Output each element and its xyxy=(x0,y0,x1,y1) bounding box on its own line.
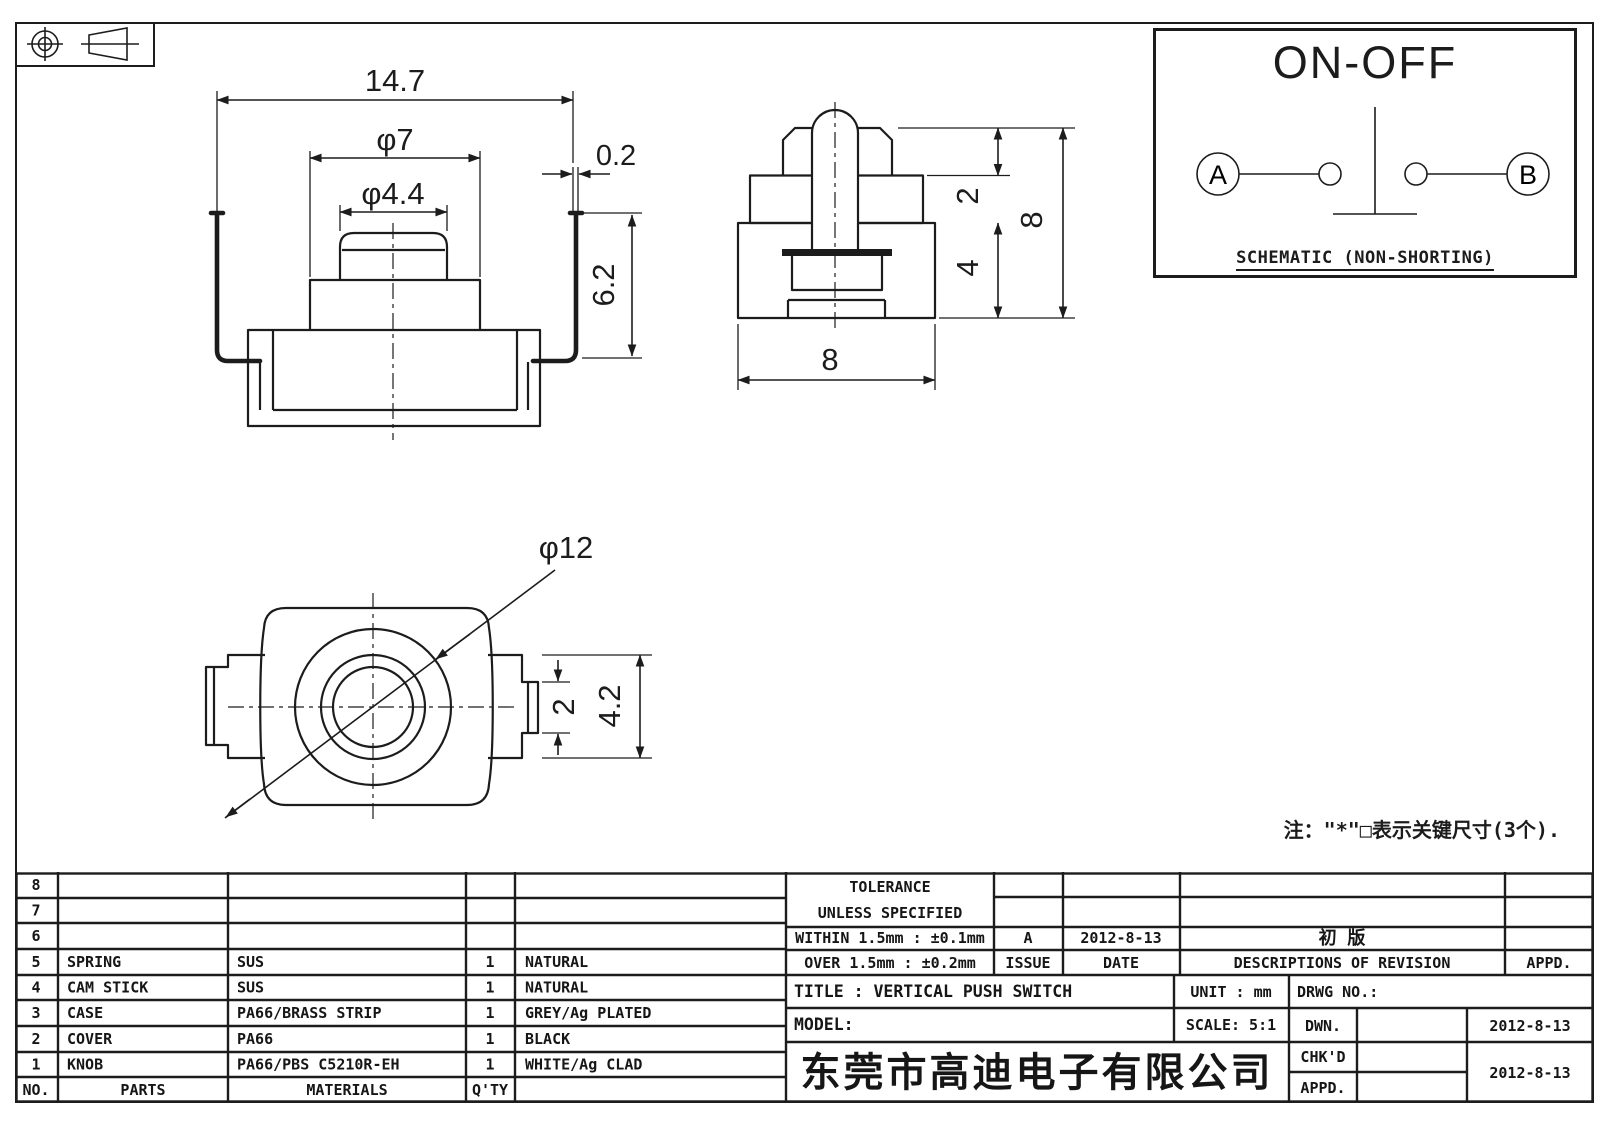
dim-body-dia: φ12 xyxy=(539,530,594,565)
parts-row-qty: 1 xyxy=(485,953,494,971)
tolerance-block: TOLERANCE UNLESS SPECIFIED WITHIN 1.5mm … xyxy=(795,878,985,972)
tolerance-title: TOLERANCE xyxy=(849,878,930,896)
parts-row-qty: 1 xyxy=(485,979,494,997)
parts-row-name: COVER xyxy=(67,1030,113,1048)
tolerance-over: OVER 1.5mm : ±0.2mm xyxy=(804,954,976,972)
projection-symbol-box xyxy=(15,22,155,67)
dim-body-width: 8 xyxy=(821,342,838,377)
model-label: MODEL: xyxy=(794,1015,854,1034)
dim-step-dia: φ7 xyxy=(376,122,413,157)
terminal-b-label: B xyxy=(1519,160,1537,190)
parts-row-material: SUS xyxy=(237,953,264,971)
parts-row-finish: NATURAL xyxy=(525,953,588,971)
parts-row-finish: NATURAL xyxy=(525,979,588,997)
parts-row-no: 3 xyxy=(31,1004,40,1022)
title-block: TITLE : VERTICAL PUSH SWITCH UNIT : mm D… xyxy=(794,982,1571,1097)
key-dimension-note: 注："*"□表示关键尺寸(3个). xyxy=(1283,818,1560,842)
dim-body-height: 4 xyxy=(950,259,985,276)
dim-terminal-width: 2 xyxy=(546,698,581,715)
parts-row-no: 4 xyxy=(31,979,40,997)
company-name: 东莞市高迪电子有限公司 xyxy=(801,1050,1274,1096)
schematic-function-label: ON-OFF xyxy=(1272,37,1458,88)
chkd-date: 2012-8-13 xyxy=(1489,1064,1570,1082)
front-view-dimensions: 14.7 φ7 φ4.4 0.2 6.2 xyxy=(216,63,642,359)
dim-terminal-span: 4.2 xyxy=(592,684,627,727)
schematic-circuit: A B xyxy=(1196,107,1550,215)
parts-row-finish: GREY/Ag PLATED xyxy=(525,1004,651,1022)
front-view: 14.7 φ7 φ4.4 0.2 6.2 xyxy=(208,63,642,440)
parts-row-no: 5 xyxy=(31,953,40,971)
revision-date-label: DATE xyxy=(1103,954,1139,972)
parts-header-qty: Q'TY xyxy=(472,1081,508,1099)
appd-label: APPD. xyxy=(1300,1079,1345,1097)
third-angle-projection-icon xyxy=(27,27,139,61)
revision-description-value: 初 版 xyxy=(1319,927,1366,949)
parts-row-finish: WHITE/Ag CLAD xyxy=(525,1056,642,1074)
side-view: 2 4 8 8 xyxy=(736,102,1075,390)
table-grid-lines xyxy=(15,872,1594,1103)
title-label: TITLE : VERTICAL PUSH SWITCH xyxy=(794,982,1072,1001)
dim-terminal-thickness: 0.2 xyxy=(596,140,636,172)
revision-date-value: 2012-8-13 xyxy=(1080,929,1161,947)
drwg-no-label: DRWG NO.: xyxy=(1297,983,1378,1001)
parts-row-qty: 1 xyxy=(485,1056,494,1074)
parts-row-name: CASE xyxy=(67,1004,103,1022)
side-view-outline xyxy=(736,108,937,320)
tolerance-within: WITHIN 1.5mm : ±0.1mm xyxy=(795,929,985,947)
parts-row-name: CAM STICK xyxy=(67,979,148,997)
parts-row-name: KNOB xyxy=(67,1056,103,1074)
bottom-view-dimensions: φ12 2 4.2 xyxy=(224,530,652,819)
schematic-box: ON-OFF A B SCHEMATIC (NON-SHORTING) xyxy=(1153,28,1577,278)
chkd-label: CHK'D xyxy=(1300,1048,1345,1066)
parts-row-material: PA66/BRASS STRIP xyxy=(237,1004,382,1022)
dim-total-height: 8 xyxy=(1014,211,1049,228)
parts-row-no: 6 xyxy=(31,927,40,945)
revision-appd-label: APPD. xyxy=(1526,954,1571,972)
front-view-outline xyxy=(246,231,542,428)
parts-row-material: SUS xyxy=(237,979,264,997)
parts-row-name: SPRING xyxy=(67,953,121,971)
parts-row-finish: BLACK xyxy=(525,1030,570,1048)
front-view-terminals xyxy=(208,210,585,364)
parts-row-no: 7 xyxy=(31,902,40,920)
revision-description-label: DESCRIPTIONS OF REVISION xyxy=(1234,954,1451,972)
parts-row-no: 8 xyxy=(31,876,40,894)
parts-row-material: PA66/PBS C5210R-EH xyxy=(237,1056,400,1074)
dim-overall-width: 14.7 xyxy=(365,63,425,98)
dim-knob-dia: φ4.4 xyxy=(361,176,424,211)
schematic-caption: SCHEMATIC (NON-SHORTING) xyxy=(1236,248,1494,271)
bottom-table: 8 7 6 5 4 3 2 1 SPRING CAM STICK CASE CO… xyxy=(15,872,1594,1103)
dwn-date: 2012-8-13 xyxy=(1489,1017,1570,1035)
side-view-dimensions: 2 4 8 8 xyxy=(737,127,1075,390)
parts-row-qty: 1 xyxy=(485,1030,494,1048)
parts-header-no: NO. xyxy=(22,1081,49,1099)
parts-row-no: 1 xyxy=(31,1056,40,1074)
parts-list: 8 7 6 5 4 3 2 1 SPRING CAM STICK CASE CO… xyxy=(22,876,651,1099)
unit-label: UNIT : mm xyxy=(1190,983,1271,1001)
parts-row-material: PA66 xyxy=(237,1030,273,1048)
parts-row-no: 2 xyxy=(31,1030,40,1048)
dwn-label: DWN. xyxy=(1305,1017,1341,1035)
revision-block: A 2012-8-13 初 版 ISSUE DATE DESCRIPTIONS … xyxy=(1005,927,1571,972)
scale-label: SCALE: 5:1 xyxy=(1186,1016,1276,1034)
parts-header-materials: MATERIALS xyxy=(306,1081,387,1099)
terminal-a-label: A xyxy=(1209,160,1227,190)
parts-header-parts: PARTS xyxy=(120,1081,165,1099)
revision-issue-value: A xyxy=(1023,929,1032,947)
revision-issue-label: ISSUE xyxy=(1005,954,1050,972)
parts-row-qty: 1 xyxy=(485,1004,494,1022)
tolerance-subtitle: UNLESS SPECIFIED xyxy=(818,904,963,922)
dim-upper-height: 6.2 xyxy=(586,263,621,306)
bottom-view: φ12 2 4.2 xyxy=(204,530,652,821)
dim-cover-height: 2 xyxy=(950,187,985,204)
side-contact-plate xyxy=(782,249,892,256)
